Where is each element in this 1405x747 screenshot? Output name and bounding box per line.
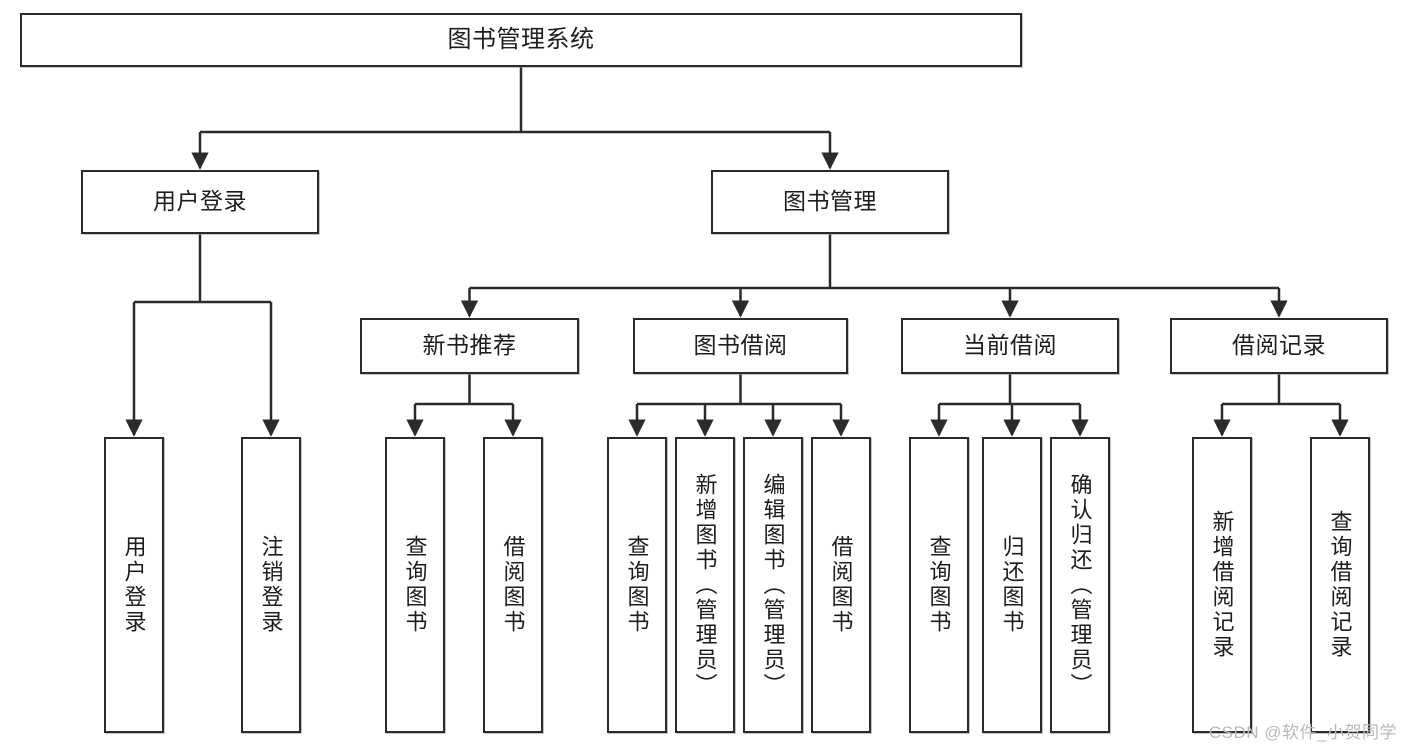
leaf-user-login[interactable]: 用户登录 xyxy=(104,437,164,733)
node-label: 当前借阅 xyxy=(963,332,1057,359)
leaf-query-books-recommendation[interactable]: 查询图书 xyxy=(385,437,445,733)
node-label: 查询图书 xyxy=(402,535,428,635)
node-label: 查询借阅记录 xyxy=(1327,510,1353,660)
leaf-confirm-return-admin[interactable]: 确认归还（管理员） xyxy=(1050,437,1110,733)
node-label: 用户登录 xyxy=(121,535,147,635)
node-label: 查询图书 xyxy=(926,535,952,635)
leaf-add-borrow-record[interactable]: 新增借阅记录 xyxy=(1192,437,1252,733)
leaf-edit-book-admin[interactable]: 编辑图书（管理员） xyxy=(743,437,803,733)
leaf-logout[interactable]: 注销登录 xyxy=(241,437,301,733)
node-borrowing-record[interactable]: 借阅记录 xyxy=(1170,318,1388,374)
node-user-login[interactable]: 用户登录 xyxy=(81,170,319,234)
node-label: 图书借阅 xyxy=(693,332,788,359)
leaf-query-books-current[interactable]: 查询图书 xyxy=(909,437,969,733)
node-current-borrowing[interactable]: 当前借阅 xyxy=(901,318,1119,374)
leaf-return-books[interactable]: 归还图书 xyxy=(982,437,1042,733)
node-label: 图书管理系统 xyxy=(447,25,595,53)
node-label: 编辑图书（管理员） xyxy=(760,472,786,698)
node-book-management[interactable]: 图书管理 xyxy=(711,170,949,234)
node-book-borrowing[interactable]: 图书借阅 xyxy=(633,318,848,374)
leaf-borrow-books-borrowing[interactable]: 借阅图书 xyxy=(811,437,871,733)
leaf-add-book-admin[interactable]: 新增图书（管理员） xyxy=(675,437,735,733)
leaf-query-borrow-record[interactable]: 查询借阅记录 xyxy=(1310,437,1370,733)
node-label: 图书管理 xyxy=(783,188,877,215)
leaf-query-books-borrowing[interactable]: 查询图书 xyxy=(607,437,667,733)
node-label: 借阅图书 xyxy=(500,535,526,635)
watermark: CSDN @软件_小贺同学 xyxy=(1208,723,1397,742)
node-label: 借阅记录 xyxy=(1232,332,1326,359)
node-root[interactable]: 图书管理系统 xyxy=(20,13,1022,67)
node-label: 注销登录 xyxy=(258,535,284,635)
node-new-book-recommendation[interactable]: 新书推荐 xyxy=(360,318,579,374)
node-label: 新增借阅记录 xyxy=(1209,510,1235,660)
node-label: 查询图书 xyxy=(624,535,650,635)
leaf-borrow-books-recommendation[interactable]: 借阅图书 xyxy=(483,437,543,733)
node-label: 归还图书 xyxy=(999,535,1025,635)
node-label: 新书推荐 xyxy=(422,332,517,359)
node-label: 新增图书（管理员） xyxy=(692,472,718,698)
node-label: 借阅图书 xyxy=(828,535,854,635)
node-label: 确认归还（管理员） xyxy=(1067,472,1093,698)
node-label: 用户登录 xyxy=(153,188,247,215)
